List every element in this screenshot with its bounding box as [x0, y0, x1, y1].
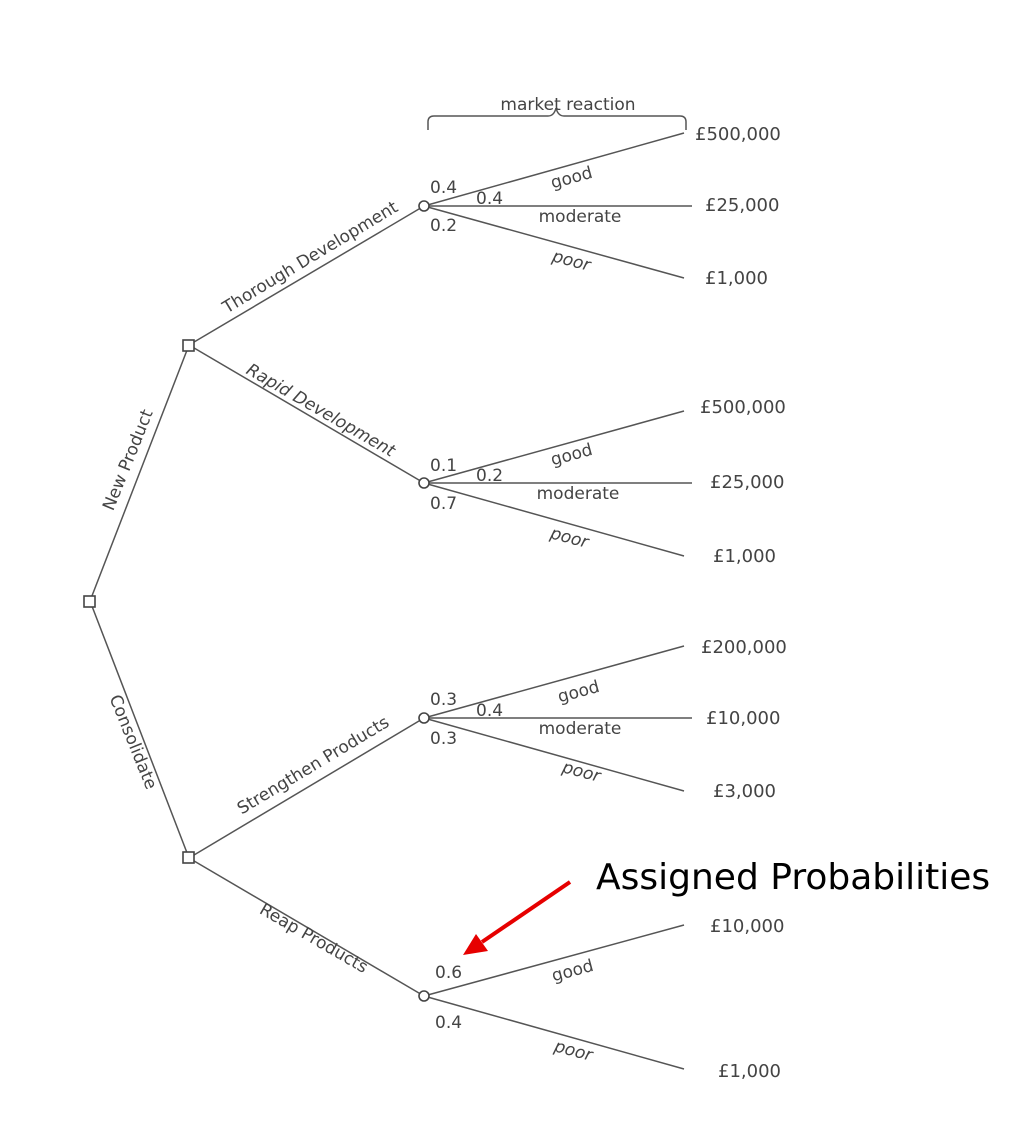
payoff-thorough-moderate: £25,000: [705, 195, 779, 216]
annotation-arrow-line: [480, 880, 572, 944]
edge-reap-good: [423, 924, 685, 997]
prob-rapid-good: 0.1: [430, 456, 457, 476]
payoff-rapid-poor: £1,000: [713, 546, 776, 567]
label-consolidate: Consolidate: [105, 692, 161, 792]
prob-rapid-moderate: 0.2: [476, 466, 503, 486]
prob-thorough-good: 0.4: [430, 178, 457, 198]
chance-node-rapid: [418, 477, 430, 489]
edge-thorough: [188, 205, 425, 346]
outcome-reap-poor: poor: [551, 1036, 595, 1066]
payoff-strengthen-moderate: £10,000: [706, 708, 780, 729]
decision-node-consolidate: [182, 851, 195, 864]
prob-strengthen-good: 0.3: [430, 690, 457, 710]
prob-thorough-moderate: 0.4: [476, 189, 503, 209]
edge-rapid-poor: [423, 482, 685, 557]
annotation-label: Assigned Probabilities: [596, 857, 990, 898]
prob-strengthen-moderate: 0.4: [476, 701, 503, 721]
payoff-strengthen-poor: £3,000: [713, 781, 776, 802]
decision-node-root: [83, 595, 96, 608]
edge-strengthen-good: [423, 645, 685, 719]
edge-thorough-good: [423, 132, 685, 207]
chance-node-strengthen: [418, 712, 430, 724]
chance-node-thorough: [418, 200, 430, 212]
edge-thorough-poor: [423, 205, 685, 279]
label-new-product: New Product: [99, 406, 158, 513]
payoff-rapid-good: £500,000: [700, 397, 786, 418]
label-strengthen: Strengthen Products: [234, 712, 393, 819]
label-reap: Reap Products: [256, 900, 371, 978]
prob-thorough-poor: 0.2: [430, 216, 457, 236]
outcome-strengthen-poor: poor: [559, 757, 603, 787]
chance-node-reap: [418, 990, 430, 1002]
outcome-thorough-moderate: moderate: [539, 207, 622, 227]
prob-reap-good: 0.6: [435, 963, 462, 983]
edge-new-product: [89, 344, 190, 602]
prob-rapid-poor: 0.7: [430, 494, 457, 514]
outcome-strengthen-good: good: [556, 677, 602, 707]
market-reaction-label: market reaction: [500, 95, 635, 115]
edge-rapid-good: [423, 410, 685, 484]
label-rapid: Rapid Development: [243, 360, 400, 462]
decision-node-new-product: [182, 339, 195, 352]
payoff-reap-poor: £1,000: [718, 1061, 781, 1082]
outcome-strengthen-moderate: moderate: [539, 719, 622, 739]
market-reaction-brace: [427, 107, 687, 130]
edge-strengthen: [188, 717, 425, 859]
edge-reap-poor: [423, 995, 685, 1070]
label-thorough: Thorough Development: [218, 197, 402, 318]
annotation-arrow-head: [463, 934, 488, 955]
edge-consolidate: [89, 600, 190, 859]
payoff-strengthen-good: £200,000: [701, 637, 787, 658]
prob-reap-poor: 0.4: [435, 1013, 462, 1033]
edge-strengthen-poor: [423, 717, 685, 792]
edge-rapid: [188, 344, 425, 484]
payoff-thorough-poor: £1,000: [705, 268, 768, 289]
prob-strengthen-poor: 0.3: [430, 729, 457, 749]
payoff-reap-good: £10,000: [710, 916, 784, 937]
payoff-rapid-moderate: £25,000: [710, 472, 784, 493]
edge-reap: [188, 857, 425, 997]
outcome-rapid-moderate: moderate: [537, 484, 620, 504]
payoff-thorough-good: £500,000: [695, 124, 781, 145]
outcome-thorough-good: good: [549, 163, 595, 193]
outcome-rapid-good: good: [549, 440, 595, 470]
